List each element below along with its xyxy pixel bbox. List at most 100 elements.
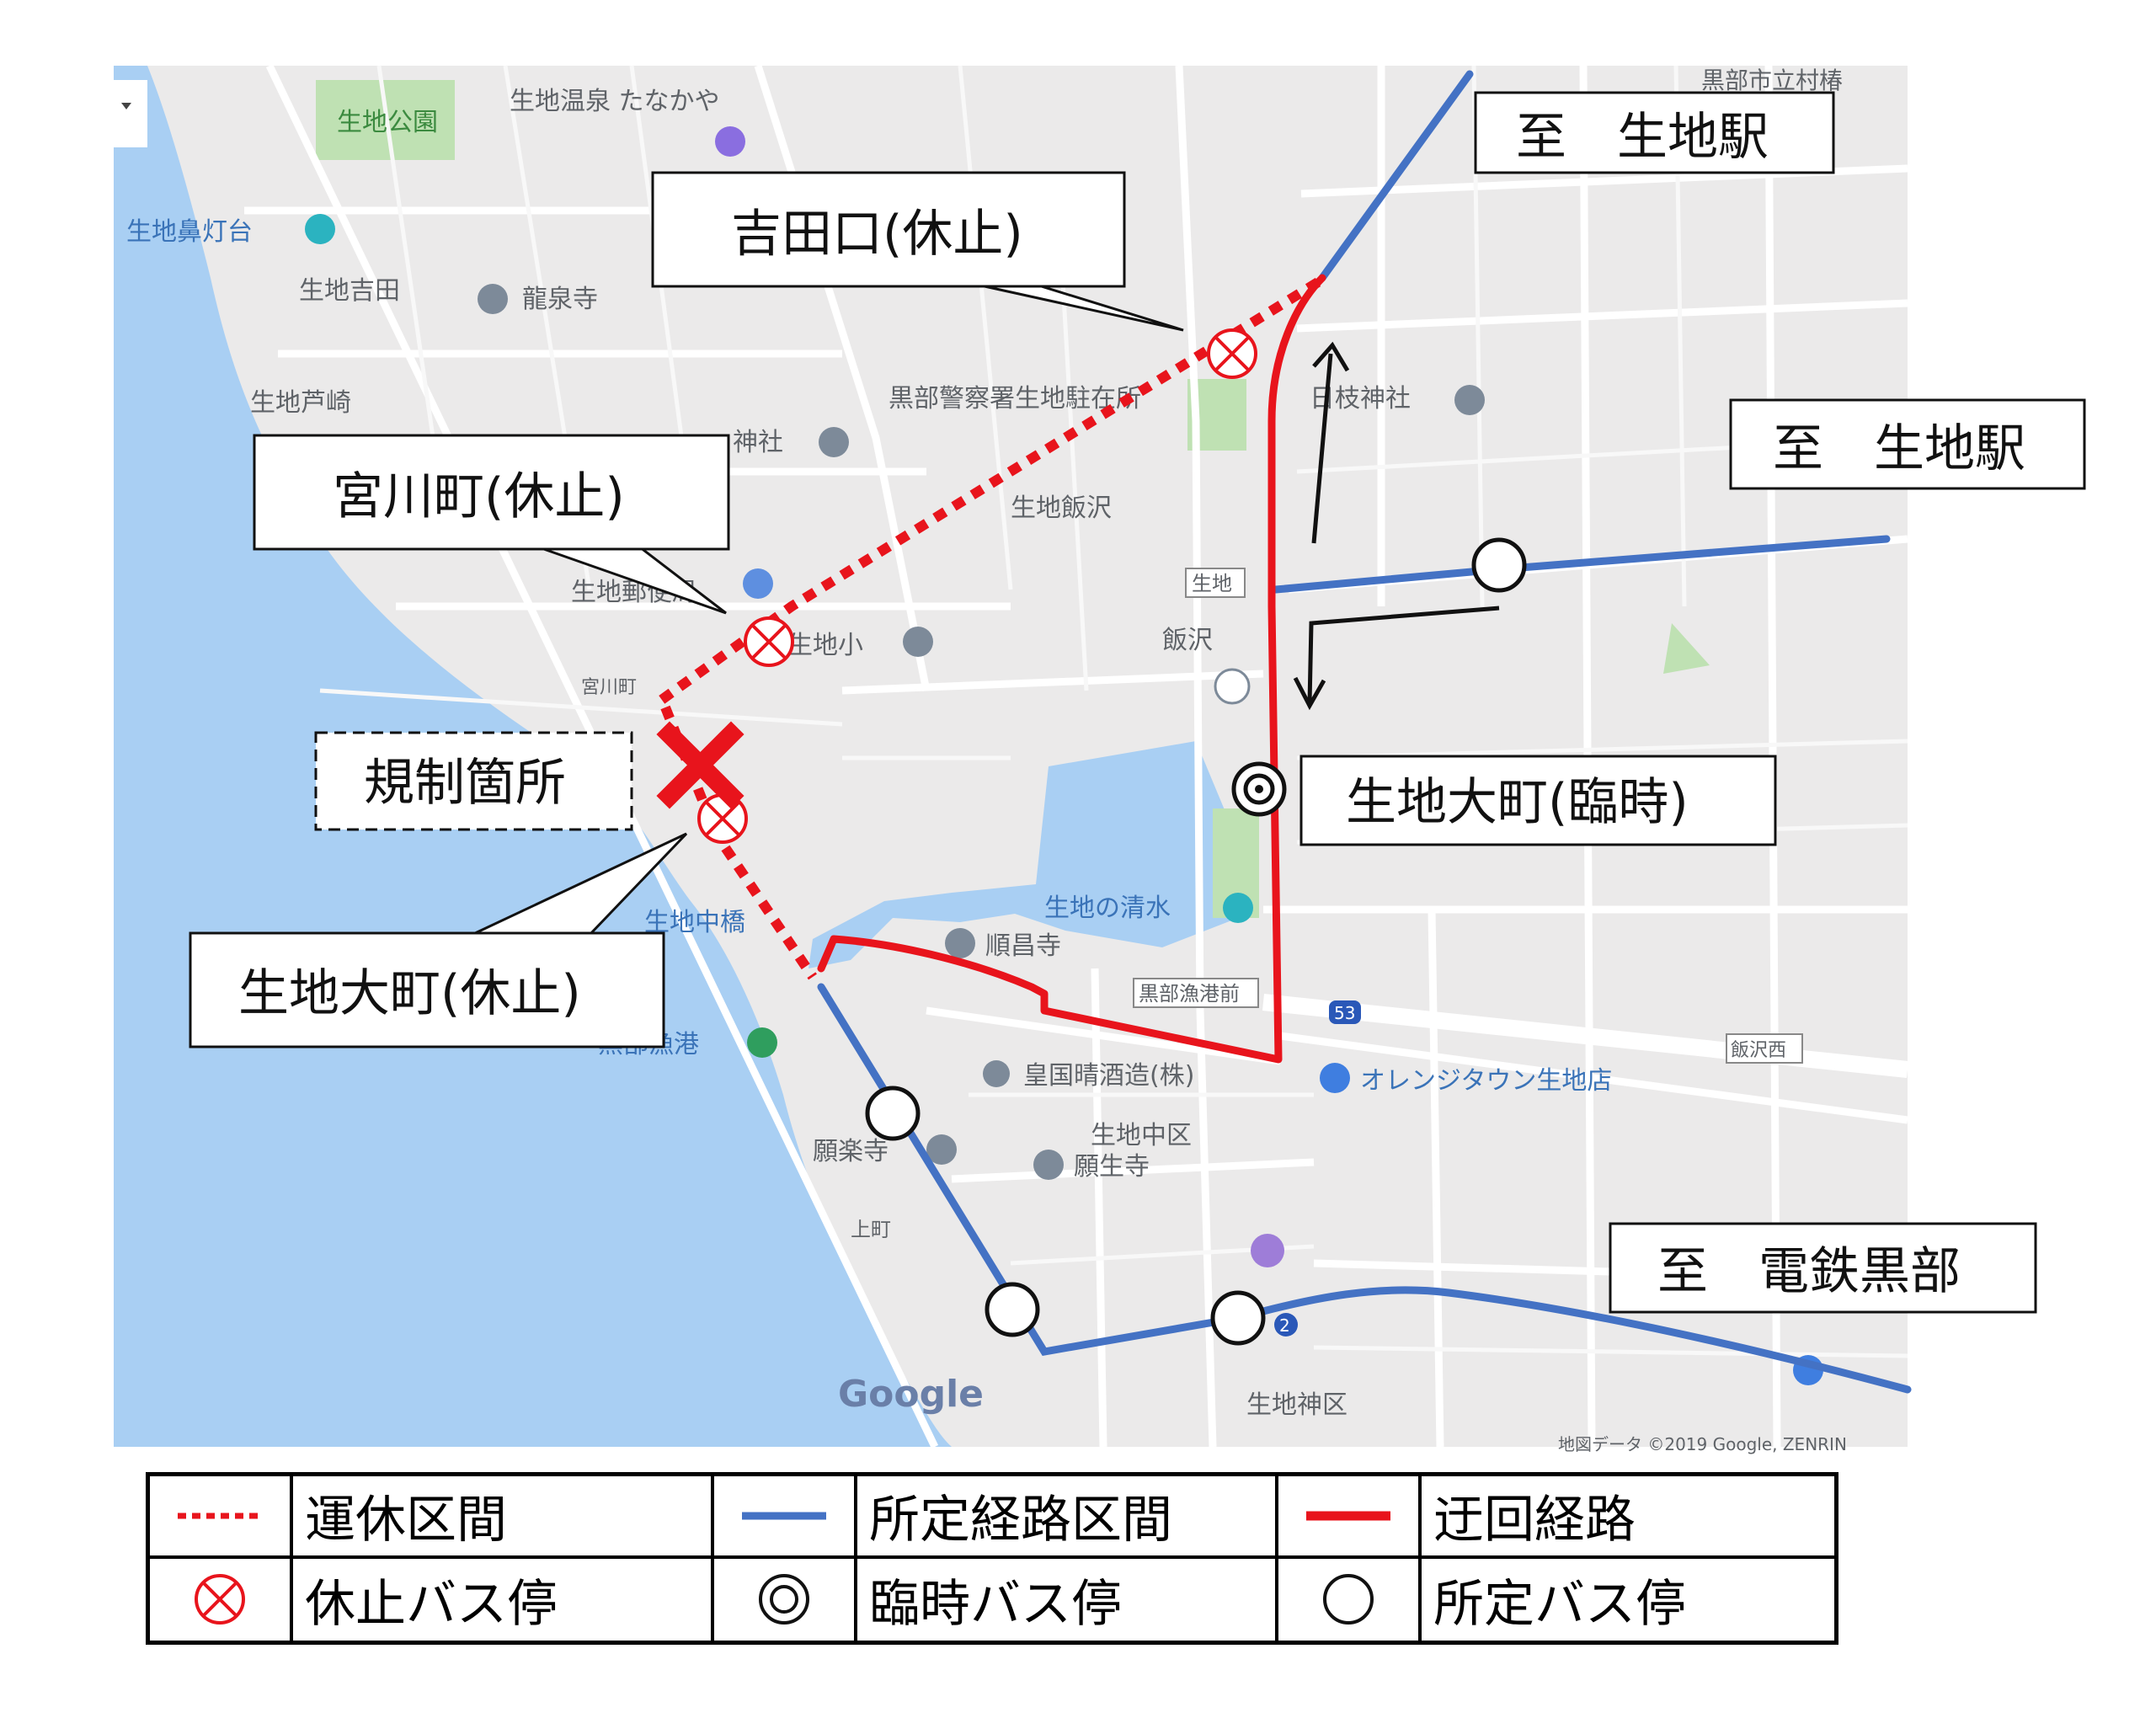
map-label: 黒部警察署生地駐在所 <box>889 384 1141 413</box>
bus-stop-sign <box>1133 978 1259 1008</box>
map-label: 龍泉寺 <box>522 285 598 314</box>
map-label: 生地 <box>1192 572 1232 595</box>
map-label: 上町 <box>851 1218 891 1241</box>
to-dentetsu-kurobe-label: 至 電鉄黒部 <box>1657 1242 1961 1301</box>
to-ikuji-station-label: 至 生地駅 <box>1516 108 1769 167</box>
map-control[interactable] <box>114 80 147 147</box>
bus-stop-sign <box>1726 1033 1803 1064</box>
map-label: 生地公園 <box>337 108 438 137</box>
map-label: 宮川町 <box>581 677 637 698</box>
route-shield <box>1329 1000 1361 1024</box>
map-label: オレンジタウン生地店 <box>1360 1066 1612 1096</box>
shrine-icon <box>819 427 849 457</box>
callout-box <box>253 434 730 551</box>
callout-box <box>1609 1222 2037 1314</box>
ikuji-omachi-temporary-label: 生地大町(臨時) <box>1346 773 1689 832</box>
harbor-basin <box>808 741 1238 968</box>
temple-icon <box>1033 1150 1064 1180</box>
route-shield <box>1274 1313 1298 1337</box>
callout-box <box>651 171 1126 288</box>
map-label: 願生寺 <box>1074 1152 1150 1182</box>
suspended-bus-stop[interactable] <box>1207 328 1257 379</box>
map-label: 生地芦崎 <box>250 388 351 418</box>
legend-detour-route-label: 迂回経路 <box>1422 1476 1834 1559</box>
direction-arrows <box>1293 341 1500 711</box>
poi-icon <box>305 214 335 244</box>
callout-box <box>1474 91 1835 174</box>
legend-detour-route-symbol <box>1278 1476 1422 1559</box>
yoshidaguchi-label: 吉田口(休止) <box>731 205 1023 264</box>
ikuji-omachi-suspended-label: 生地大町(休止) <box>238 964 581 1023</box>
station-icon <box>1214 668 1251 705</box>
park-area <box>1663 623 1710 674</box>
legend-regular-route-label: 所定経路区間 <box>857 1476 1278 1559</box>
callout-box <box>189 931 665 1048</box>
map-label: 生地神区 <box>1246 1390 1348 1420</box>
regular-bus-stop[interactable] <box>1210 1290 1266 1346</box>
map-label: 生地鼻灯台 <box>126 217 253 247</box>
regulation-label-box <box>314 731 633 831</box>
regulation-mark <box>656 721 744 809</box>
to-ikuji-station-label: 至 生地駅 <box>1773 419 2025 478</box>
legend-suspended-stop-symbol <box>150 1558 293 1641</box>
suspended-bus-stop[interactable] <box>697 793 748 844</box>
legend-suspended-section-label: 運休区間 <box>293 1476 714 1559</box>
shopping-icon <box>1320 1063 1350 1093</box>
callout-box <box>1299 755 1777 846</box>
map-label: 飯沢 <box>1162 626 1213 655</box>
regulation-label: 規制箇所 <box>364 754 566 813</box>
map-label: 願楽寺 <box>813 1137 889 1166</box>
google-logo: Google <box>838 1373 984 1416</box>
legend-temporary-stop-symbol <box>714 1558 857 1641</box>
gas-station-icon <box>1251 1234 1284 1267</box>
regular-bus-stops <box>865 537 1527 1346</box>
map-label: 生地飯沢 <box>1011 494 1112 523</box>
regular-bus-stop[interactable] <box>865 1086 921 1141</box>
map-label: 生地小 <box>787 631 863 660</box>
temple-icon <box>478 284 508 314</box>
regular-bus-stop[interactable] <box>1471 537 1527 593</box>
legend-suspended-section-symbol <box>150 1476 293 1559</box>
temporary-bus-stop[interactable] <box>1231 761 1287 817</box>
map-label: 黒部市立村椿 <box>1701 67 1843 94</box>
arrow-down-icon <box>1307 606 1500 704</box>
regular-bus-stop[interactable] <box>985 1282 1040 1337</box>
map-label: 順昌寺 <box>985 931 1061 961</box>
miyagawacho-label: 宮川町(休止) <box>333 467 625 526</box>
shrine-icon <box>1454 385 1485 415</box>
callouts: 至 生地駅 吉田口(休止) 至 生地駅 宮川町(休止) 規制箇所 生地大町(臨時… <box>189 91 2086 1314</box>
map-label: 飯沢西 <box>1731 1040 1786 1061</box>
hotel-icon <box>715 126 745 157</box>
callout-box <box>1729 398 2086 490</box>
map-label: 生地温泉 たなかや <box>510 87 720 116</box>
legend-temporary-stop-label: 臨時バス停 <box>857 1558 1278 1641</box>
temple-icon <box>945 928 975 958</box>
arrow-up-icon <box>1311 353 1333 544</box>
marina-icon <box>747 1027 777 1058</box>
suspended-bus-stop[interactable] <box>744 616 794 667</box>
map-label: 生地の清水 <box>1044 894 1171 923</box>
detour-route <box>817 274 1326 1064</box>
place-pin-icon <box>983 1060 1010 1087</box>
suspended-bus-stops <box>697 328 1257 844</box>
place-labels: 生地公園 生地温泉 たなかや 生地鼻灯台 生地吉田 龍泉寺 生地芦崎 黒部警察署… <box>126 67 1847 1454</box>
map-label: 皇国晴酒造(株) <box>1023 1061 1194 1091</box>
map-label: 神社 <box>733 428 783 457</box>
legend-suspended-stop-label: 休止バス停 <box>293 1558 714 1641</box>
poi-icon <box>1223 893 1253 923</box>
map-label: 黒部漁港前 <box>1139 982 1240 1006</box>
post-office-icon <box>743 568 773 599</box>
legend-regular-stop-label: 所定バス停 <box>1433 1574 1686 1634</box>
route-number: 2 <box>1279 1315 1290 1336</box>
route-number: 53 <box>1334 1003 1355 1023</box>
temple-icon <box>926 1134 957 1165</box>
map-label: 生地中区 <box>1091 1121 1192 1150</box>
map-attribution: 地図データ ©2019 Google, ZENRIN <box>1558 1434 1847 1454</box>
legend-regular-stop-symbol <box>1278 1558 1422 1641</box>
school-icon <box>903 627 933 657</box>
legend: 運休区間 所定経路区間 迂回経路 休止バス停 臨時バス停 所定バス停 <box>146 1472 1838 1645</box>
legend-regular-route-symbol <box>714 1476 857 1559</box>
bus-stop-sign <box>1185 568 1246 598</box>
map-label: 生地吉田 <box>299 276 400 306</box>
